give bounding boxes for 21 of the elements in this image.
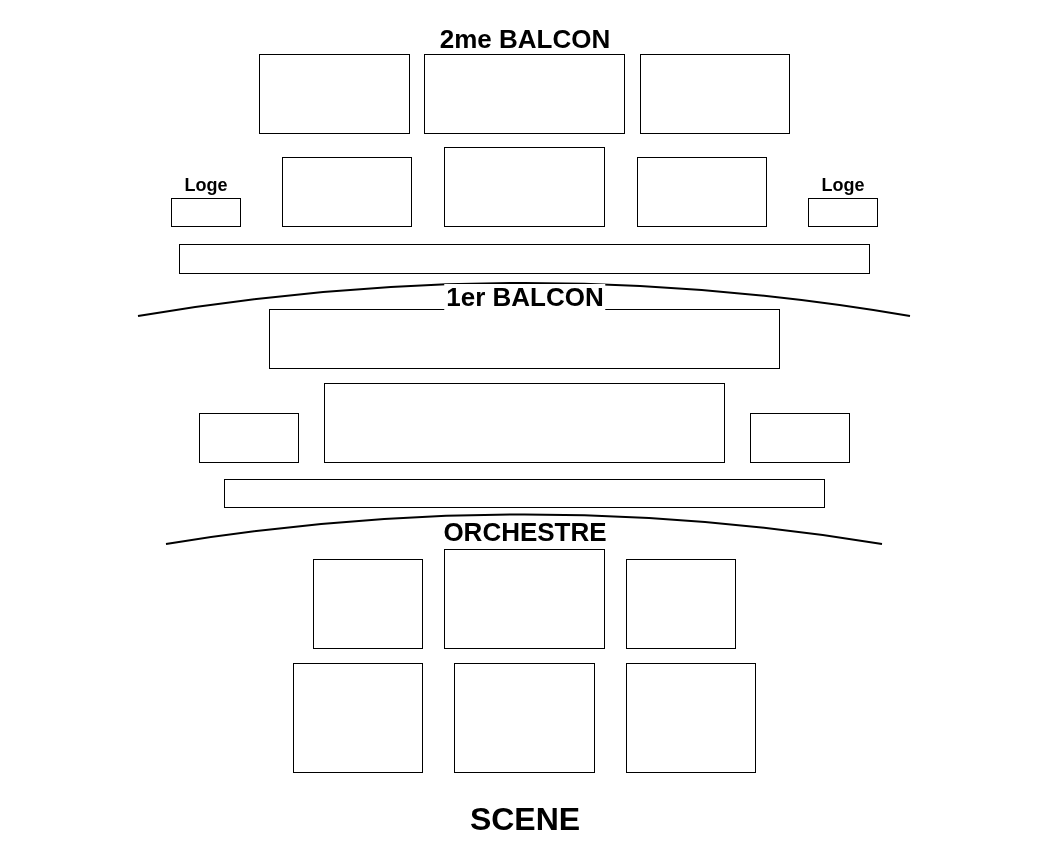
seating-section — [424, 54, 625, 134]
section-label: Loge — [821, 176, 865, 194]
seating-section — [282, 157, 412, 227]
seating-section — [444, 147, 605, 227]
seating-section — [750, 413, 850, 463]
tier-label: 1er BALCON — [444, 284, 606, 310]
seating-section — [224, 479, 825, 508]
seating-section — [179, 244, 870, 274]
section-label: Loge — [184, 176, 228, 194]
seating-section — [313, 559, 423, 649]
seating-section — [293, 663, 423, 773]
seating-section — [444, 549, 605, 649]
seating-section — [259, 54, 410, 134]
seating-section — [324, 383, 725, 463]
seating-section — [269, 309, 780, 369]
seating-section — [637, 157, 767, 227]
seating-section — [199, 413, 299, 463]
seating-section — [626, 663, 756, 773]
seating-section — [640, 54, 790, 134]
seating-section — [454, 663, 595, 773]
seating-section — [626, 559, 736, 649]
